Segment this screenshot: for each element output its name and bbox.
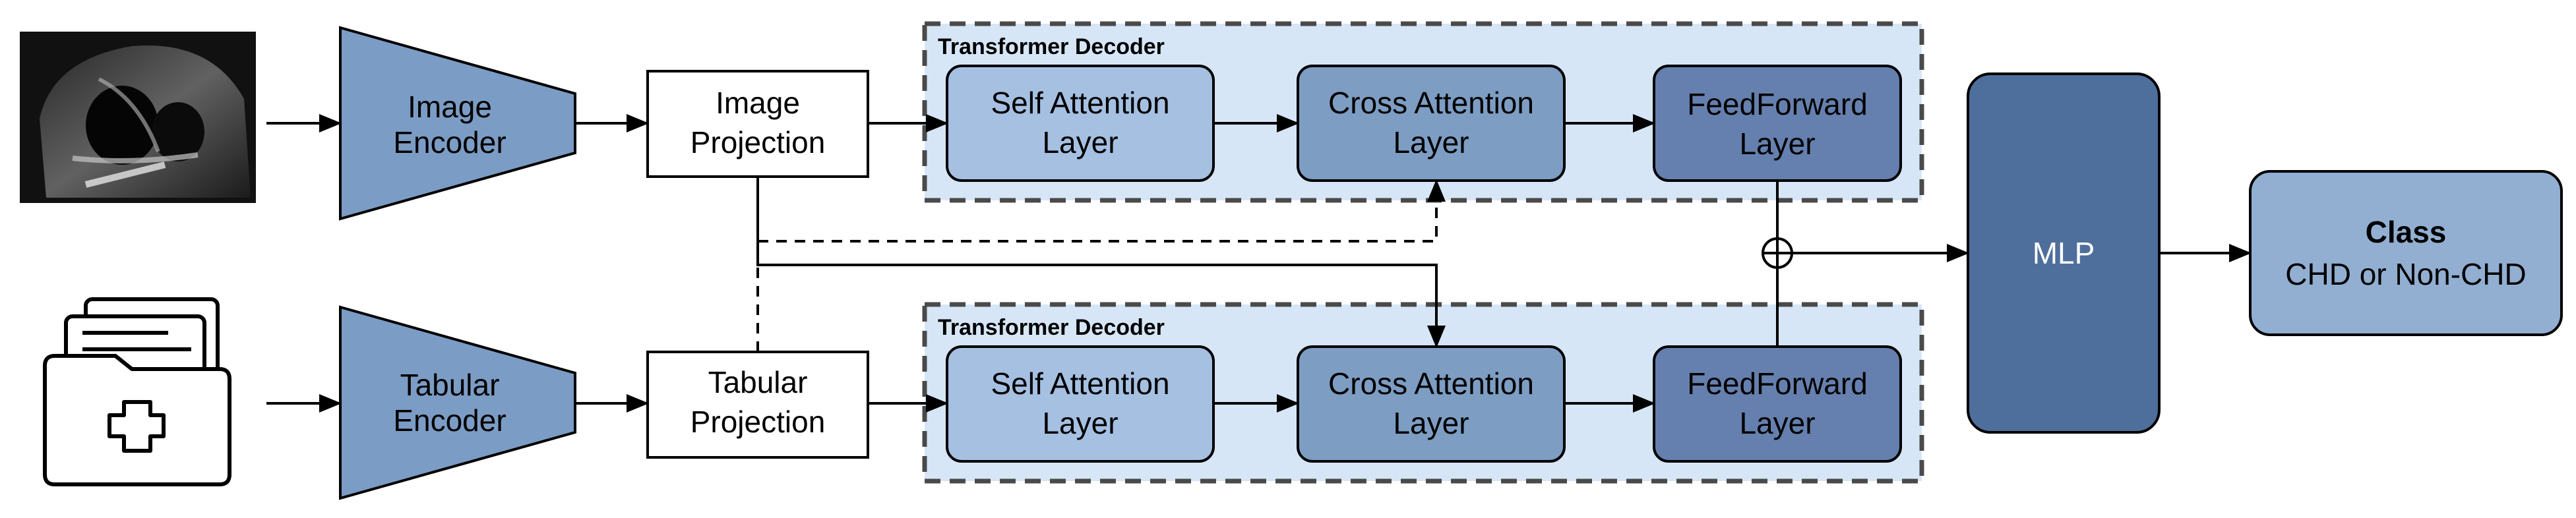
tabular-projection-label-1: Tabular (708, 365, 808, 399)
tabular-encoder-label-1: Tabular (400, 368, 500, 402)
mlp-block: MLP (1967, 72, 2161, 434)
transformer-decoder-top: Transformer Decoder Self Attention Layer… (922, 21, 1924, 203)
feedforward-bottom-label-2: Layer (1739, 406, 1815, 440)
tabular-encoder: Tabular Encoder (339, 305, 576, 500)
decoder-top-title: Transformer Decoder (938, 34, 1165, 59)
class-output-box: Class CHD or Non-CHD (2249, 170, 2563, 336)
cross-attention-bottom-label-1: Cross Attention (1328, 366, 1534, 401)
feedforward-top-label-1: FeedForward (1687, 87, 1868, 121)
tabular-projection-label-2: Projection (690, 405, 826, 439)
transformer-decoder-bottom: Transformer Decoder Self Attention Layer… (922, 302, 1924, 484)
self-attention-top-label-1: Self Attention (991, 86, 1169, 120)
medical-folder-icon (43, 297, 231, 486)
feedforward-bottom-label-1: FeedForward (1687, 366, 1868, 401)
feedforward-layer-bottom: FeedForward Layer (1653, 345, 1902, 463)
cross-attention-layer-bottom: Cross Attention Layer (1297, 345, 1566, 463)
self-attention-layer-bottom: Self Attention Layer (946, 345, 1215, 463)
class-subtitle: CHD or Non-CHD (2285, 257, 2526, 291)
sum-operator-icon (1762, 237, 1793, 269)
cross-attention-layer-top: Cross Attention Layer (1297, 65, 1566, 182)
arrow-image-projection-to-bottom-cross (756, 177, 1446, 348)
feedforward-layer-top: FeedForward Layer (1653, 65, 1902, 182)
image-encoder-label-1: Image (408, 90, 492, 124)
cross-attention-top-label-1: Cross Attention (1328, 86, 1534, 120)
image-encoder: Image Encoder (339, 26, 576, 221)
tabular-projection: Tabular Projection (646, 351, 869, 459)
connectors (266, 114, 2252, 413)
cross-attention-bottom-label-2: Layer (1393, 406, 1469, 440)
arrow-tabular-projection-to-top-cross (756, 179, 1446, 352)
decoder-bottom-title: Transformer Decoder (938, 315, 1165, 340)
class-title: Class (2366, 215, 2447, 249)
image-projection-label-1: Image (716, 86, 800, 120)
self-attention-bottom-label-1: Self Attention (991, 366, 1169, 401)
ultrasound-image-icon (20, 32, 256, 203)
tabular-encoder-label-2: Encoder (393, 403, 506, 438)
image-projection-label-2: Projection (690, 125, 826, 159)
self-attention-top-label-2: Layer (1042, 125, 1118, 159)
cross-attention-top-label-2: Layer (1393, 125, 1469, 159)
image-projection: Image Projection (646, 70, 869, 178)
self-attention-bottom-label-2: Layer (1042, 406, 1118, 440)
self-attention-layer-top: Self Attention Layer (946, 65, 1215, 182)
feedforward-top-label-2: Layer (1739, 127, 1815, 161)
image-encoder-label-2: Encoder (393, 125, 506, 159)
mlp-label: MLP (2033, 236, 2095, 270)
